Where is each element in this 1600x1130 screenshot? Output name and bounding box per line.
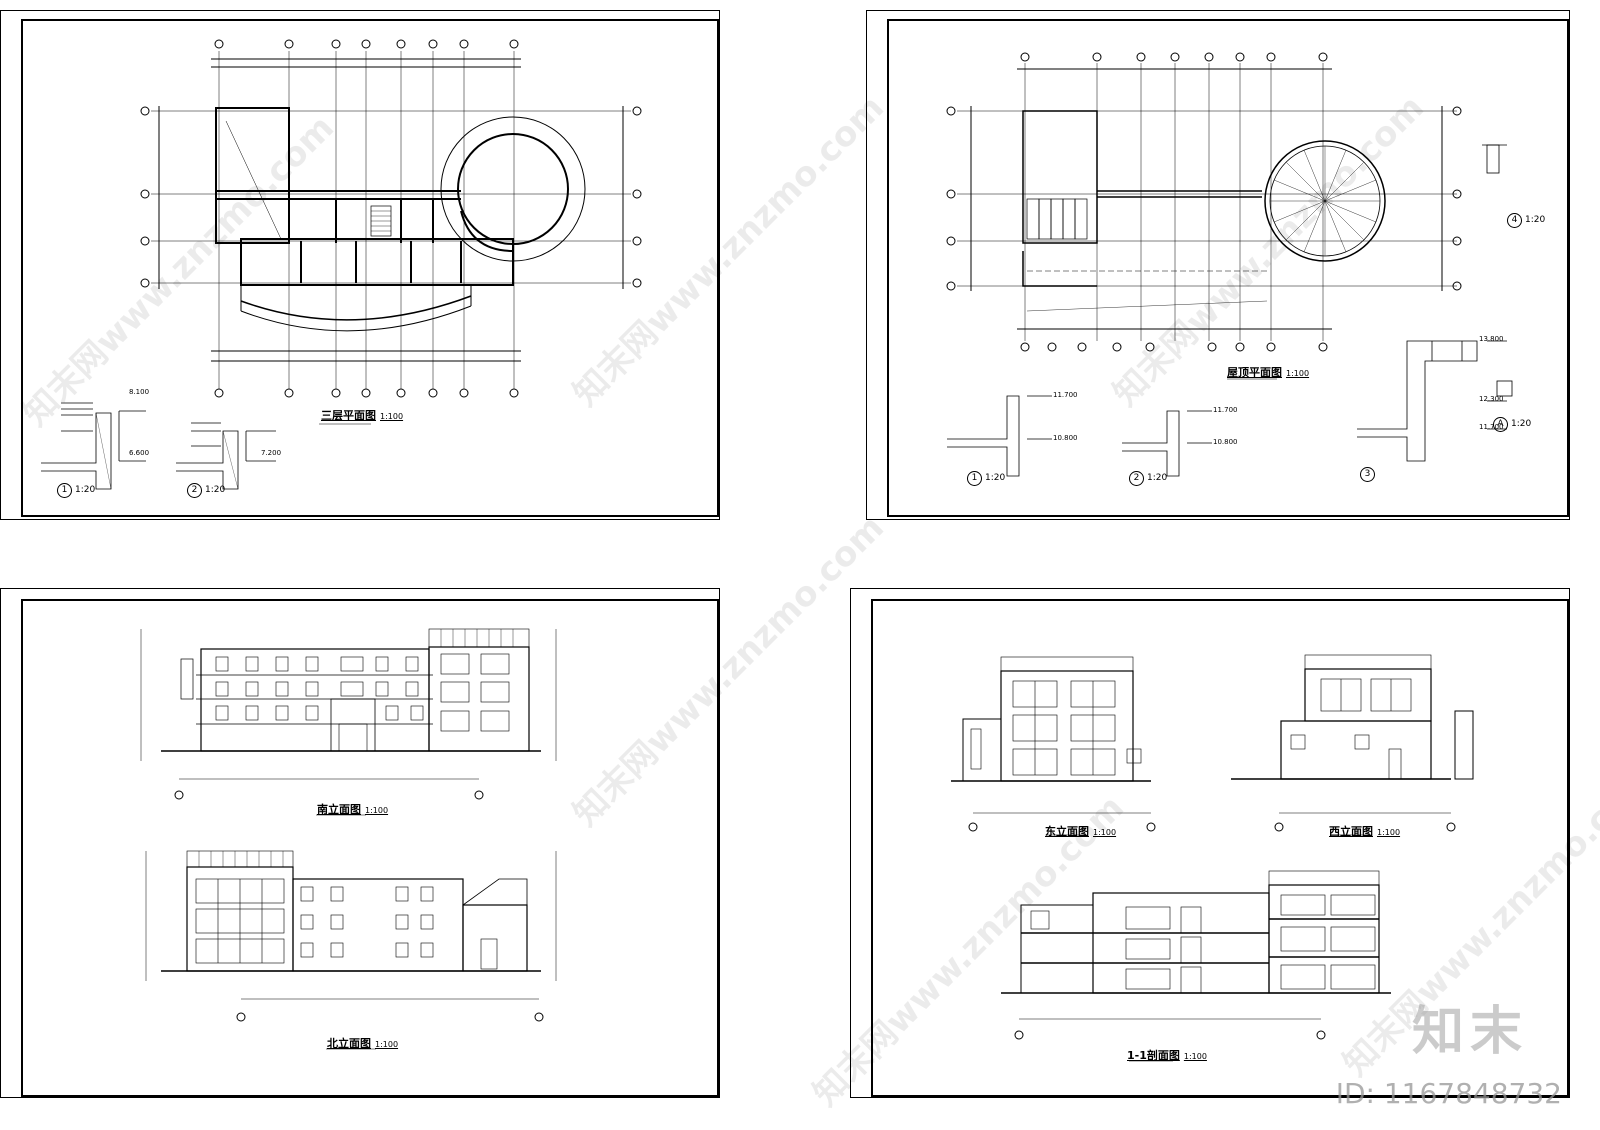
elevation-mark: 10.800 [1053, 434, 1078, 442]
brand-logo-text: 知末 [1411, 1002, 1528, 1062]
roof-plan-title: 屋顶平面图 1:100 [1227, 364, 1309, 380]
elevation-mark: 11.700 [1053, 391, 1078, 399]
elevation-mark: 11.700 [1479, 423, 1504, 431]
detail-number: A [1493, 417, 1508, 432]
detail-number: 4 [1507, 213, 1522, 228]
detail-number: 3 [1360, 467, 1375, 482]
scale-text: 1:100 [1377, 828, 1401, 837]
title-text: 东立面图 [1045, 825, 1089, 838]
elevation-mark: 8.100 [129, 388, 150, 396]
elevation-mark: 7.200 [261, 449, 282, 457]
east-elevation-title: 东立面图 1:100 [1045, 823, 1116, 839]
third-floor-plan-title: 三层平面图 1:100 [321, 407, 403, 423]
title-text: 屋顶平面图 [1227, 366, 1282, 379]
detail-number: 1 [57, 483, 72, 498]
north-elevation-title: 北立面图 1:100 [327, 1035, 398, 1051]
detail-number: 1 [967, 471, 982, 486]
detail-number: 2 [187, 483, 202, 498]
elevation-mark: 6.600 [129, 449, 150, 457]
scale-text: 1:100 [365, 806, 389, 815]
sheet-south-north-elevations: 南立面图 1:100 北立面图 1:100 [0, 588, 720, 1098]
south-elevation-title: 南立面图 1:100 [317, 801, 388, 817]
east-west-section-drawing [951, 654, 1474, 1062]
scale-text: 1:100 [1183, 1052, 1207, 1061]
elevation-mark: 12.300 [1479, 395, 1504, 403]
roof-plan-drawing [946, 52, 1513, 477]
title-text: 西立面图 [1329, 825, 1373, 838]
sheet-frame [21, 599, 719, 1097]
title-text: 1-1剖面图 [1127, 1049, 1180, 1062]
detail-number: 2 [1129, 471, 1144, 486]
scale-text: 1:100 [380, 412, 404, 421]
sheet-frame [21, 19, 719, 517]
third-floor-plan-drawing [41, 39, 642, 490]
title-text: 南立面图 [317, 803, 361, 816]
scale-text: 1:100 [1286, 369, 1310, 378]
sheet-frame [871, 599, 1569, 1097]
elevation-mark: 11.700 [1213, 406, 1238, 414]
detail-scale: 1:20 [1525, 215, 1546, 225]
elevation-mark: 13.800 [1479, 335, 1504, 343]
west-elevation-title: 西立面图 1:100 [1329, 823, 1400, 839]
scale-text: 1:100 [375, 1040, 399, 1049]
sheet-frame [887, 19, 1569, 517]
detail-callout-3: 3 [1360, 467, 1378, 482]
title-text: 三层平面图 [321, 409, 376, 422]
elevation-mark: 10.800 [1213, 438, 1238, 446]
title-text: 北立面图 [327, 1037, 371, 1050]
detail-scale: 1:20 [1147, 473, 1168, 483]
detail-scale: 1:20 [985, 473, 1006, 483]
detail-scale: 1:20 [1511, 419, 1532, 429]
detail-scale: 1:20 [205, 485, 226, 495]
south-north-elevation-drawing [140, 628, 557, 1050]
scale-text: 1:100 [1093, 828, 1117, 837]
detail-scale: 1:20 [75, 485, 96, 495]
image-id-text: ID: 1167848732 [1335, 1077, 1562, 1110]
